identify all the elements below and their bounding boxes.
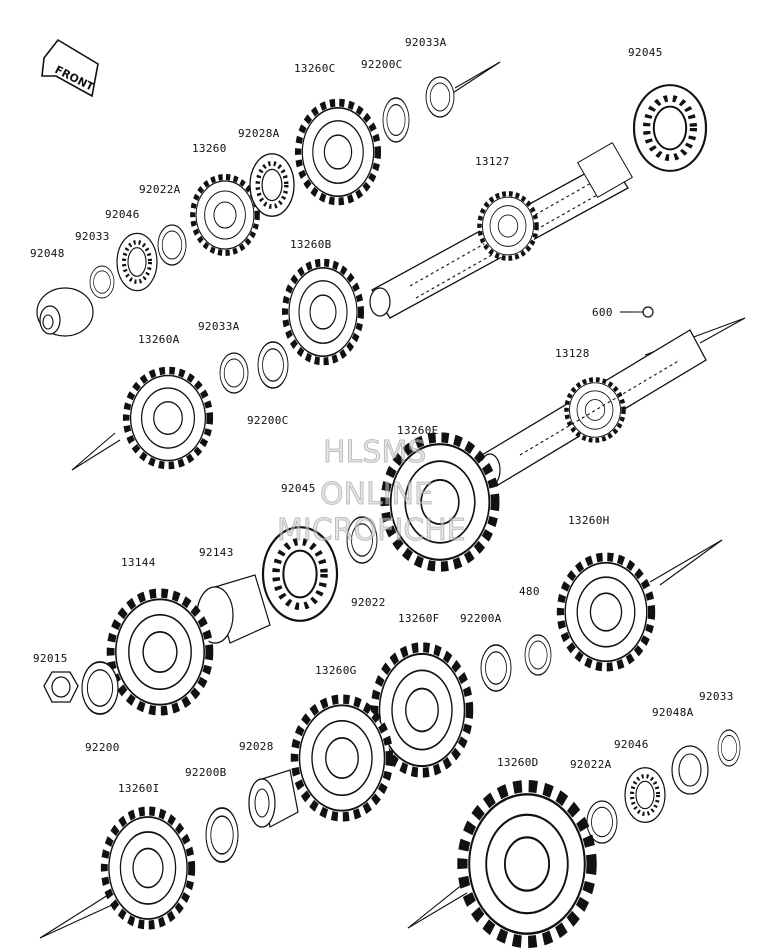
label-92015: 92015 [33,652,68,665]
label-92143: 92143 [199,546,234,559]
needle-bearing-92046-bottom [625,768,665,823]
part-labels: 92033A 92045 13260C 92200C 92028A 13260 … [30,36,734,795]
label-92033A-mid: 92033A [198,320,240,333]
label-92048A: 92048A [652,706,694,719]
label-13260C: 13260C [294,62,336,75]
label-13260: 13260 [192,142,227,155]
label-92033A-top: 92033A [405,36,447,49]
label-600: 600 [592,306,613,319]
needle-bearing-92028A [250,154,294,216]
watermark-line-3: MICROFICHE [277,513,466,548]
washer-92200C-top [382,97,410,143]
lockwasher-92200 [81,661,119,715]
label-92200: 92200 [85,741,120,754]
sprocket-13144 [111,593,210,711]
label-13260B: 13260B [290,238,332,251]
needle-bearing-92028 [248,769,299,828]
label-92028A: 92028A [238,127,280,140]
label-92200A: 92200A [460,612,502,625]
gear-13260A [126,371,210,466]
label-92033-top: 92033 [75,230,110,243]
label-92048: 92048 [30,247,65,260]
gear-13260 [193,177,258,253]
circlip-92033-top [89,265,115,299]
washer-92200B [205,807,239,863]
label-13260F: 13260F [398,612,440,625]
circlip-480 [524,634,552,676]
label-13144: 13144 [121,556,156,569]
label-13260G: 13260G [315,664,357,677]
washer-92200C-mid [257,341,289,389]
label-13260A: 13260A [138,333,180,346]
gear-13260H [560,557,651,667]
watermark-line-1: HLSMS [323,435,426,470]
label-92028: 92028 [239,740,274,753]
label-13260I: 13260I [118,782,160,795]
label-92200B: 92200B [185,766,227,779]
gear-13260B [285,263,361,362]
label-13127: 13127 [475,155,510,168]
label-92200C-top: 92200C [361,58,403,71]
shaft-13128 [479,329,707,487]
washer-92200A [480,644,512,692]
gear-13260G [295,699,390,817]
collar-92048A [671,745,709,795]
collar-92143 [196,574,271,644]
gear-13260D [462,786,591,942]
collar-92048 [36,287,94,337]
label-13260E: 13260E [397,424,439,437]
ball-600 [642,306,654,318]
circlip-92033-bottom [717,729,741,767]
label-92046-bottom: 92046 [614,738,649,751]
label-92046-top: 92046 [105,208,140,221]
front-arrow-icon: FRONT [41,38,99,98]
shaft-13127 [369,141,634,319]
gear-13260C [298,103,378,202]
watermark-line-2: ONLINE [320,477,433,512]
label-13128: 13128 [555,347,590,360]
gear-13260I [104,811,191,925]
nut-92015 [43,671,79,703]
needle-bearing-92046-top [117,233,157,290]
label-92033-bottom: 92033 [699,690,734,703]
label-13260H: 13260H [568,514,610,527]
label-92045-mid: 92045 [281,482,316,495]
watermark: HLSMS ONLINE MICROFICHE [277,435,467,549]
label-480: 480 [519,585,540,598]
label-92045-top: 92045 [628,46,663,59]
circlip-92033A-mid [219,352,249,394]
label-92200C-mid: 92200C [247,414,289,427]
label-13260D: 13260D [497,756,539,769]
label-92022: 92022 [351,596,386,609]
label-92022A-bottom: 92022A [570,758,612,771]
washer-92022A-top [157,224,187,266]
bearing-92045-top [634,85,706,171]
label-92022A-top: 92022A [139,183,181,196]
circlip-92033A-top [425,76,455,118]
